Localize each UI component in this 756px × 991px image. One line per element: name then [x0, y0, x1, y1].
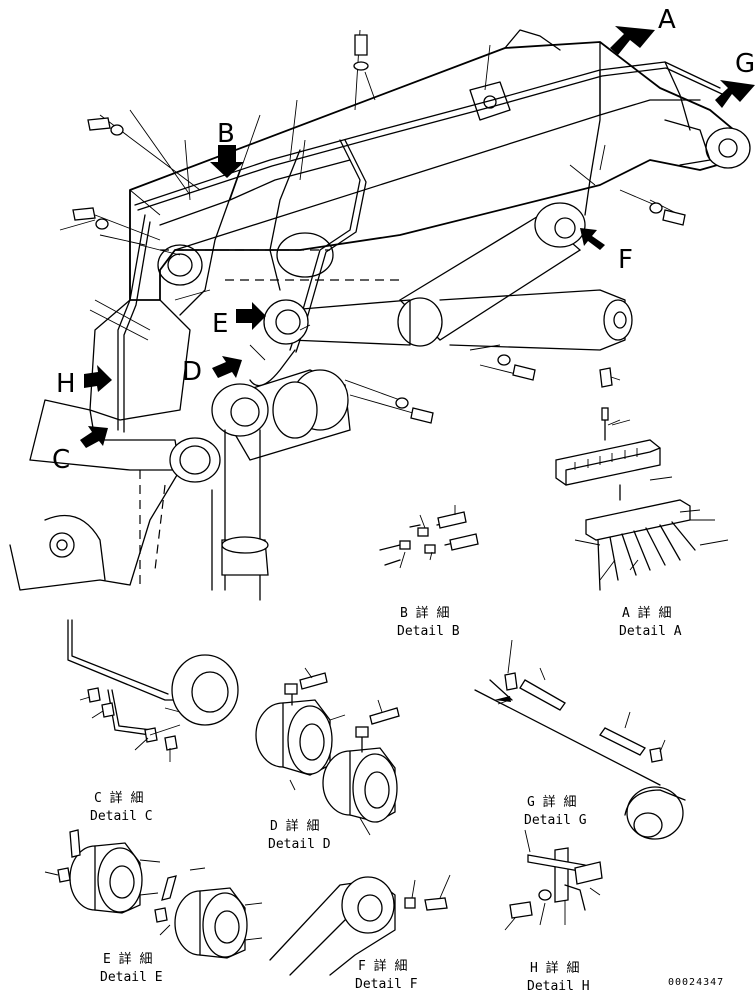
svg-text:E 詳 細: E 詳 細: [103, 951, 152, 967]
svg-text:Detail D: Detail D: [268, 837, 331, 852]
detail-f-drawing: [269, 874, 451, 976]
svg-text:B 詳 細: B 詳 細: [400, 605, 449, 621]
svg-text:Detail B: Detail B: [397, 624, 460, 639]
view-label-b: B: [217, 119, 235, 149]
detail-h-drawing: [504, 829, 603, 931]
svg-text:Detail A: Detail A: [619, 624, 682, 639]
boom-assembly: [9, 29, 751, 591]
hydraulic-piping: [117, 61, 723, 433]
caption-detail-g: G 詳 細 Detail G: [524, 794, 587, 828]
arrow-g-icon: [715, 80, 755, 108]
caption-detail-f: F 詳 細 Detail F: [355, 958, 418, 991]
detail-e-drawing: [44, 829, 263, 959]
caption-detail-c: C 詳 細 Detail C: [90, 790, 153, 824]
view-label-c: C: [52, 445, 70, 475]
callout-leaders: [59, 29, 681, 426]
svg-text:Detail E: Detail E: [100, 970, 163, 985]
arrow-c-icon: [80, 426, 108, 448]
svg-text:Detail G: Detail G: [524, 813, 587, 828]
main-view-fasteners: [72, 34, 686, 424]
detail-g-drawing: [474, 639, 686, 840]
detail-b-drawing: [379, 505, 479, 569]
svg-text:A 詳 細: A 詳 細: [622, 605, 671, 621]
caption-detail-e: E 詳 細 Detail E: [100, 951, 163, 985]
view-label-d: D: [182, 357, 202, 387]
boom-cylinders: [211, 202, 633, 601]
svg-text:D 詳 細: D 詳 細: [270, 818, 319, 834]
view-label-a: A: [658, 5, 676, 35]
arrow-e-icon: [236, 302, 266, 330]
arrow-a-icon: [610, 26, 655, 55]
svg-text:H 詳 細: H 詳 細: [530, 960, 579, 976]
caption-detail-b: B 詳 細 Detail B: [397, 605, 460, 639]
caption-detail-d: D 詳 細 Detail D: [268, 818, 331, 852]
view-label-g: G: [735, 49, 755, 79]
svg-text:Detail H: Detail H: [527, 979, 590, 991]
view-label-e: E: [212, 309, 228, 339]
view-letters: A G B E D H C F: [52, 5, 755, 475]
svg-text:F 詳 細: F 詳 細: [358, 958, 407, 974]
arrow-b-icon: [210, 145, 244, 178]
caption-detail-a: A 詳 細 Detail A: [619, 605, 682, 639]
svg-text:Detail F: Detail F: [355, 977, 418, 991]
svg-text:C 詳 細: C 詳 細: [94, 790, 143, 806]
view-label-f: F: [618, 245, 633, 275]
drawing-code: 00024347: [668, 977, 724, 988]
arrow-h-icon: [84, 365, 112, 392]
detail-d-drawing: [255, 667, 400, 836]
arrow-f-icon: [580, 228, 605, 250]
detail-a-drawing: [555, 407, 729, 591]
detail-captions: B 詳 細 Detail B A 詳 細 Detail A C 詳 細 Deta…: [90, 605, 682, 991]
svg-text:Detail C: Detail C: [90, 809, 153, 824]
arrow-d-icon: [212, 356, 242, 378]
view-arrows: [80, 26, 755, 448]
view-label-h: H: [56, 369, 76, 399]
detail-c-drawing: [67, 619, 239, 762]
caption-detail-h: H 詳 細 Detail H: [527, 960, 590, 991]
svg-text:G 詳 細: G 詳 細: [527, 794, 576, 810]
